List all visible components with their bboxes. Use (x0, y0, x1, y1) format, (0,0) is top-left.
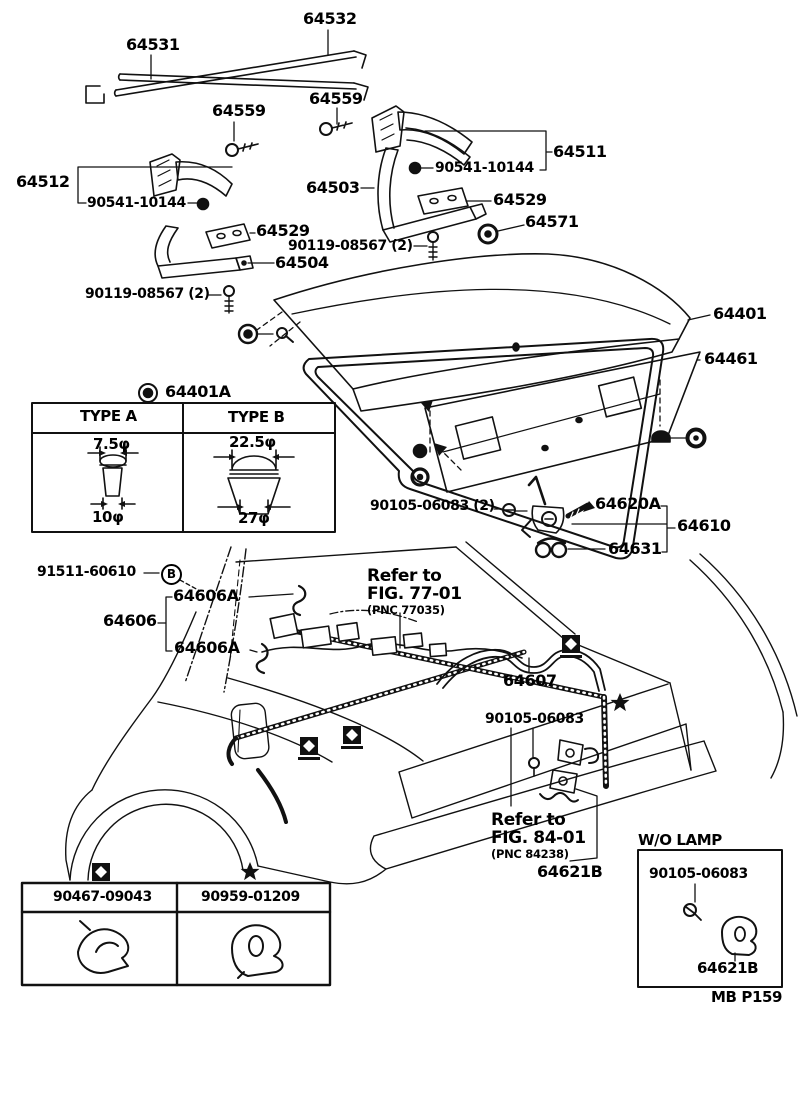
weatherstrip-64461-art (302, 337, 665, 560)
bolt-90119-art (208, 231, 439, 314)
circled-b-marker: B (161, 564, 182, 585)
part-label-64532: 64532 (303, 9, 357, 28)
part-label-64531: 64531 (126, 35, 180, 54)
part-label-64621B: 64621B (537, 862, 603, 881)
part-label-64620A: 64620A (595, 494, 661, 513)
star-marker-icon (240, 693, 630, 881)
type-b-dim-bottom: 27φ (238, 509, 270, 527)
hinge-64512-art (77, 153, 233, 211)
part-label-64559-a: 64559 (212, 101, 266, 120)
grommet-64571-art (477, 223, 525, 245)
part-label-90119-a: 90119-08567 (2) (288, 238, 413, 254)
part-label-64512: 64512 (16, 172, 70, 191)
refer84-line1: Refer to (491, 810, 566, 830)
part-label-90541-b: 90541-10144 (435, 160, 534, 176)
lid-plugs-art (410, 379, 707, 487)
type-b-header: TYPE B (228, 408, 285, 426)
clip-table-col1-header: 90467-09043 (53, 889, 152, 905)
refer84-line3: (PNC 84238) (491, 846, 569, 861)
part-label-64606: 64606 (103, 611, 157, 630)
type-b-dim-top: 22.5φ (229, 433, 276, 451)
part-label-64631: 64631 (608, 539, 662, 558)
type-a-dim-top: 7.5φ (93, 435, 130, 453)
part-label-90541-a: 90541-10144 (87, 195, 186, 211)
arm-64503-art (360, 147, 487, 243)
part-label-90105-2: 90105-06083 (2) (370, 498, 495, 514)
part-label-64607: 64607 (503, 671, 557, 690)
hinge-64511-art (371, 105, 553, 175)
part-label-90119-b: 90119-08567 (2) (85, 286, 210, 302)
harness-64606-art (143, 572, 523, 675)
part-label-64503: 64503 (306, 178, 360, 197)
arm-64504-art (154, 225, 275, 279)
part-label-91511: 91511-60610 (37, 564, 136, 580)
plate-64529-art (205, 187, 492, 249)
wo-lamp-part2: 64621B (697, 959, 759, 977)
clip-table-col2-header: 90959-01209 (201, 889, 300, 905)
refer-note-fig77: Refer to FIG. 77-01 (PNC 77035) (367, 566, 462, 617)
part-label-64529-a: 64529 (493, 190, 547, 209)
part-label-64511: 64511 (553, 142, 607, 161)
refer77-line3: (PNC 77035) (367, 602, 445, 617)
page-code: MB P159 (711, 988, 783, 1006)
part-label-64504: 64504 (275, 253, 329, 272)
part-label-64529-b: 64529 (256, 221, 310, 240)
wo-lamp-title: W/O LAMP (638, 831, 722, 849)
type-a-header: TYPE A (80, 407, 137, 425)
grommet-pair-art (237, 323, 294, 345)
circled-marker-art (138, 383, 158, 403)
weatherstrip-64607-art (436, 648, 606, 692)
part-label-64559-b: 64559 (309, 89, 363, 108)
refer-note-fig84: Refer to FIG. 84-01 (PNC 84238) (491, 810, 586, 861)
part-label-64606A-top: 64606A (173, 586, 239, 605)
trunk-torsion-bars-art (226, 626, 609, 824)
type-a-dim-bottom: 10φ (92, 508, 124, 526)
part-label-64610: 64610 (677, 516, 731, 535)
part-label-90105-mid: 90105-06083 (485, 711, 584, 727)
part-label-64606A-bottom: 64606A (174, 638, 240, 657)
part-label-64401: 64401 (713, 304, 767, 323)
part-label-64461: 64461 (704, 349, 758, 368)
refer84-line2: FIG. 84-01 (491, 827, 586, 848)
part-label-64571: 64571 (525, 212, 579, 231)
torsion-bar-set-art (85, 29, 369, 104)
refer77-line1: Refer to (367, 566, 442, 586)
wo-lamp-box-art (637, 849, 783, 988)
diamond-marker-icon (92, 635, 582, 881)
clip-table-art (20, 881, 332, 987)
wo-lamp-part1: 90105-06083 (649, 866, 748, 882)
type-table-art (31, 402, 336, 533)
lock-set-art (493, 475, 676, 559)
latch-64621B-art (510, 727, 600, 862)
bolt-64559-art (225, 107, 353, 157)
refer77-line2: FIG. 77-01 (367, 583, 462, 604)
part-label-64401A: 64401A (165, 382, 231, 401)
